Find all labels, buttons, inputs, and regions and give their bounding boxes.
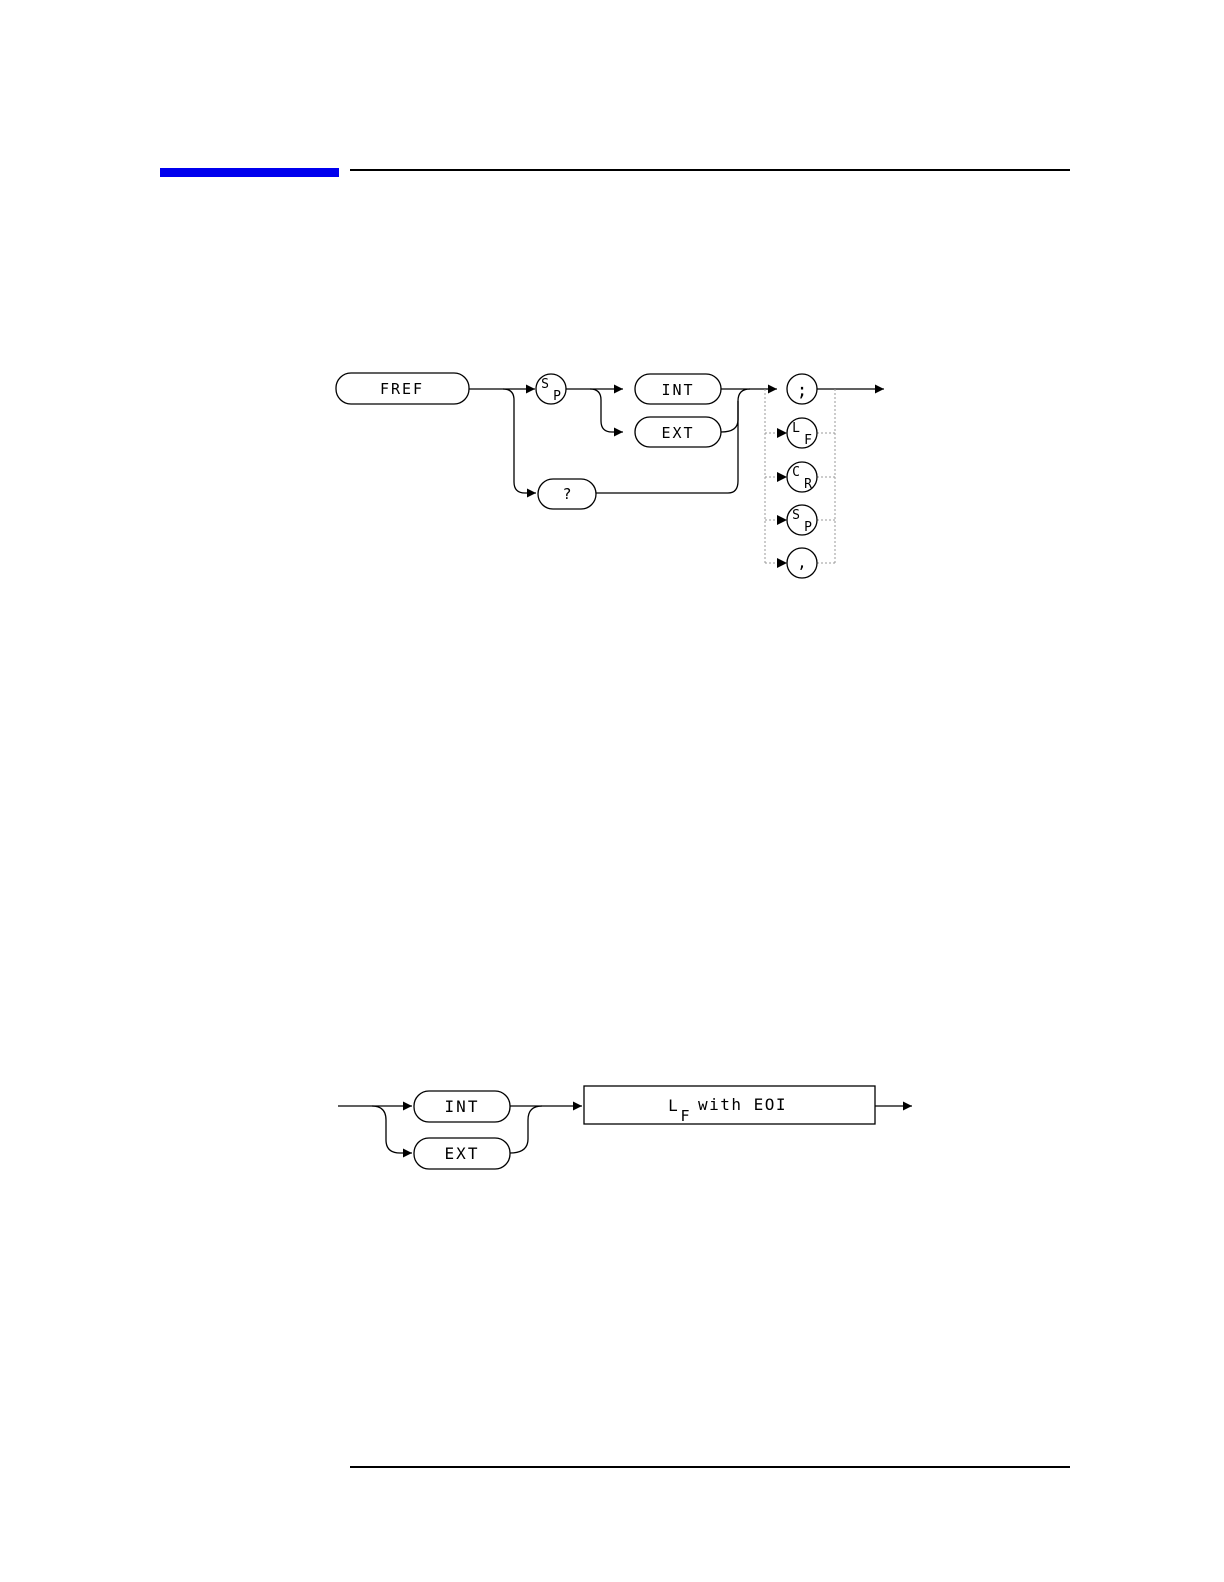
semicolon-label: ;	[797, 380, 808, 401]
space-label-top: S	[541, 377, 549, 392]
end-f-label: F	[680, 1107, 689, 1125]
lf-label-bottom: F	[804, 433, 812, 448]
comma-label: ,	[797, 553, 807, 572]
space-label-bottom: P	[553, 389, 561, 404]
fref-command-label: FREF	[380, 380, 424, 398]
response-ext-label: EXT	[445, 1144, 480, 1163]
optional-terminators	[765, 389, 835, 563]
cr-label-bottom: R	[804, 477, 812, 492]
query-response-diagram	[338, 1086, 912, 1169]
end-with-eoi-label: with EOI	[698, 1095, 787, 1114]
ext-option-label: EXT	[661, 424, 694, 442]
response-int-label: INT	[445, 1097, 480, 1116]
sp-terminator-label-bottom: P	[804, 520, 812, 535]
sp-terminator-label-top: S	[792, 508, 800, 523]
terminator-arrows	[777, 428, 787, 568]
cr-label-top: C	[792, 465, 800, 480]
int-option-label: INT	[661, 381, 694, 399]
lf-label-top: L	[792, 421, 800, 436]
end-lf-label: L	[668, 1096, 678, 1115]
query-label: ?	[562, 485, 571, 503]
